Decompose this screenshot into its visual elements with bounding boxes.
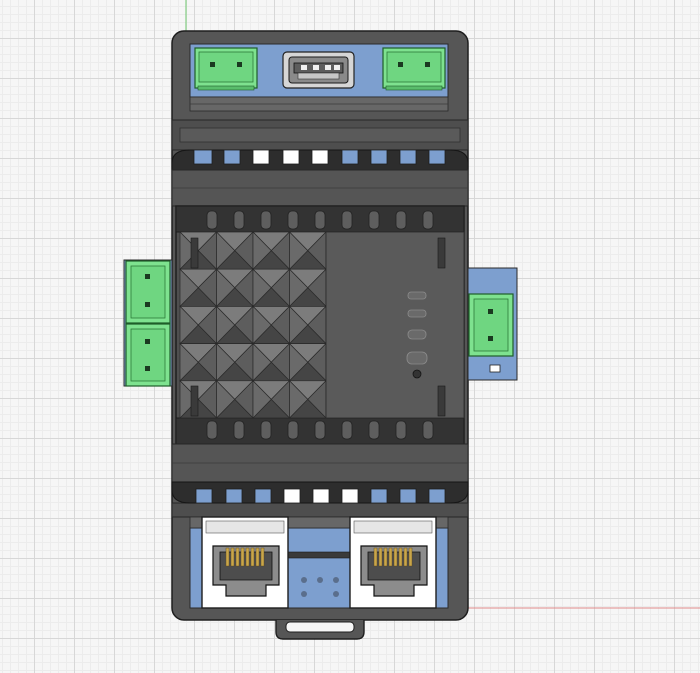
rj45-right-pins (373, 547, 413, 567)
pyramid-facet (216, 305, 236, 345)
pyramid-facet (179, 231, 199, 271)
pyramid-facet (216, 342, 236, 382)
ethernet-port-left[interactable] (201, 516, 289, 609)
terminal-block-left-upper[interactable] (125, 260, 171, 324)
pyramid-facet (289, 379, 309, 419)
status-led-2 (407, 309, 427, 318)
pyramid-facet (216, 379, 236, 419)
status-led-4 (406, 351, 428, 365)
pyramid-facet (179, 342, 199, 382)
terminal-block-top-right[interactable] (382, 47, 446, 91)
pyramid-facet (252, 231, 272, 271)
rj45-left-pins (225, 547, 265, 567)
status-panel (325, 231, 465, 419)
pyramid-facet (179, 305, 199, 345)
status-leds (406, 291, 428, 379)
pyramid-facet (216, 268, 236, 308)
pyramid-facet (179, 268, 199, 308)
lower-latch-slots (195, 488, 446, 504)
ethernet-port-right[interactable] (349, 516, 437, 609)
pyramid-facet (216, 231, 236, 271)
pyramid-facet (289, 342, 309, 382)
grip-left-lower (190, 385, 199, 417)
pyramid-facet (289, 231, 309, 271)
terminal-block-left-lower[interactable] (125, 323, 171, 387)
pyramid-facet (252, 379, 272, 419)
vent-slots-top (206, 210, 434, 230)
usb-port[interactable] (282, 51, 355, 89)
vent-slots-bottom (206, 420, 434, 440)
status-led-1 (407, 291, 427, 300)
pyramid-facet (252, 268, 272, 308)
terminal-block-top-left[interactable] (194, 47, 258, 91)
pyramid-facet (289, 305, 309, 345)
pyramid-facet (252, 305, 272, 345)
status-led-3 (407, 329, 427, 340)
pyramid-texture-grid (179, 231, 327, 419)
reset-button (412, 369, 422, 379)
pyramid-facet (252, 342, 272, 382)
upper-latch-slots (193, 149, 446, 165)
grip-left-upper (190, 237, 199, 269)
pyramid-facet (179, 379, 199, 419)
din-rail-clip[interactable] (275, 620, 365, 640)
pyramid-facet (289, 268, 309, 308)
terminal-block-right[interactable] (468, 293, 514, 357)
